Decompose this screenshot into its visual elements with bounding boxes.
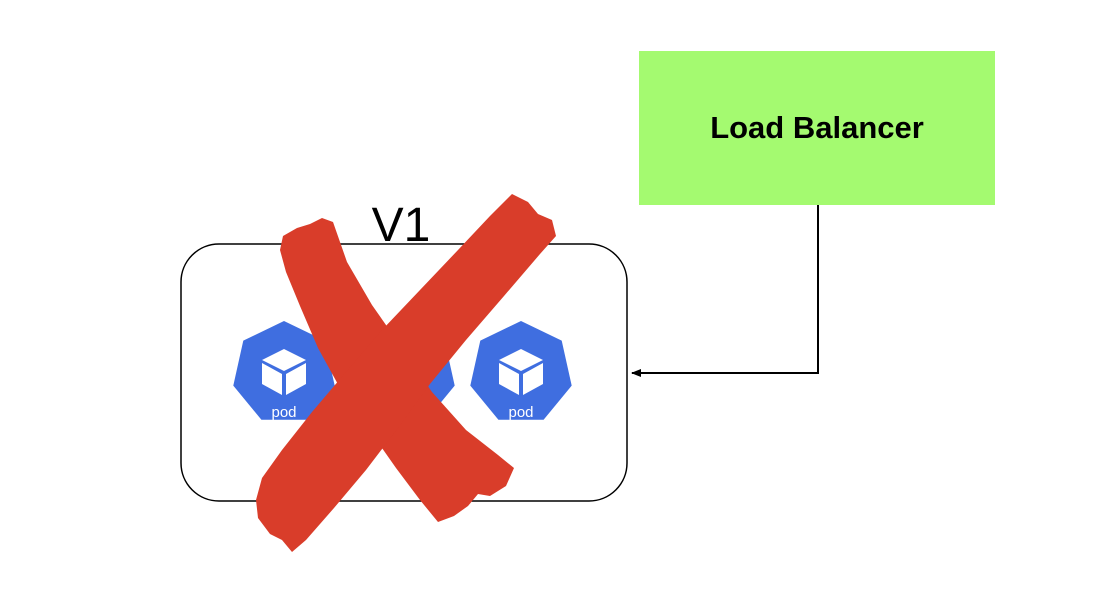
pod-label: pod: [271, 404, 296, 421]
v1-group-title: V1: [371, 199, 431, 252]
x-stroke-2: [256, 194, 556, 552]
load-balancer-box: [639, 51, 995, 205]
v1-group-box: [180, 243, 628, 502]
pod-1: pod: [233, 321, 335, 421]
cube-icon: [499, 349, 543, 395]
pod-label: pod: [508, 404, 533, 421]
connector-line: [631, 205, 819, 377]
cube-icon: [262, 349, 306, 395]
red-x-icon: [256, 194, 556, 552]
pod-3: pod: [470, 321, 572, 421]
load-balancer-label: Load Balancer: [710, 110, 924, 145]
load-balancer: Load Balancer: [639, 51, 995, 205]
